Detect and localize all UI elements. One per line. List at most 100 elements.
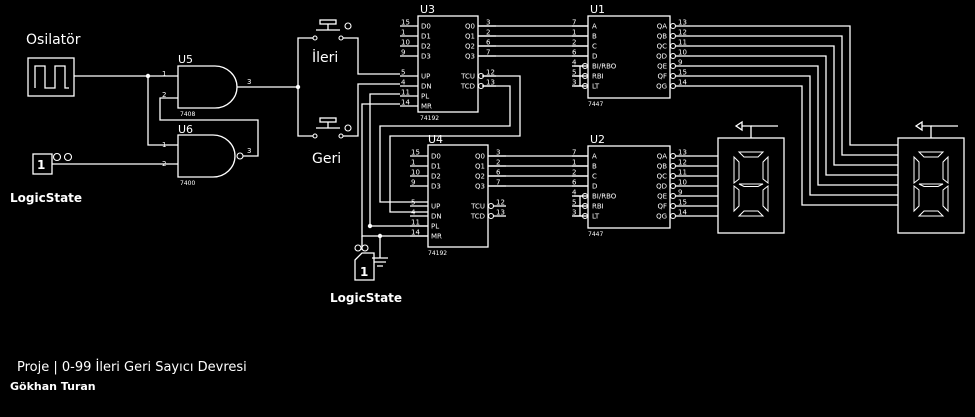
u4-part: 74192 [428,250,447,257]
backward-button[interactable] [297,83,400,139]
logic-state-2-label: LogicState [330,291,402,305]
u4-pin-name: PL [431,223,439,231]
u1-pin-name: QF [657,73,667,81]
u3-pin-num: 9 [401,49,405,57]
u3-pin-num: 4 [401,79,406,87]
u4-pin-name: MR [431,233,442,241]
forward-button[interactable] [297,19,400,87]
logic-state-2[interactable] [354,244,375,281]
u1-pin-num: 2 [572,39,576,47]
u4-pin-num: 6 [496,169,501,177]
u5-pin-in2: 2 [162,91,166,99]
u2-pin-num: 6 [572,179,577,187]
u5-part: 7408 [180,111,195,118]
u4-pin-num: 7 [496,179,500,187]
u6-pin-out: 3 [247,147,251,155]
u4-pin-name: UP [431,203,440,211]
u4-pin-num: 1 [411,159,415,167]
u2-ref: U2 [590,133,605,146]
u4-pin-num: 3 [496,149,500,157]
u3-pin-name: Q3 [465,53,475,61]
u4-pin-name: Q1 [475,163,485,171]
u2-pin-name: B [592,163,597,171]
u4-pin-num: 11 [411,219,420,227]
u1-pin-num: 15 [678,69,687,77]
u3-pin-num: 13 [486,79,495,87]
u3-pin-num: 15 [401,19,410,27]
u2-decoder[interactable] [587,145,671,229]
decoder-control-ground [574,65,588,217]
u2-pin-name: BI/RBO [592,193,617,201]
cascade-wiring [361,75,521,267]
u1-pin-num: 12 [678,29,687,37]
u1-pin-num: 5 [572,69,576,77]
u3-ref: U3 [420,3,435,16]
u1-pin-num: 6 [572,49,577,57]
gate-wiring [52,73,301,165]
u3-pin-name: D1 [421,33,431,41]
u1-pin-name: QE [657,63,667,71]
u2-pin-num: 1 [572,159,576,167]
u2-part: 7447 [588,231,603,238]
u3-pin-name: D2 [421,43,431,51]
u3-pin-num: 10 [401,39,410,47]
u4-pin-name: Q3 [475,183,485,191]
u2-pin-num: 2 [572,169,576,177]
u3-pin-name: D3 [421,53,431,61]
u6-ref: U6 [178,123,193,136]
u3-pin-name: D0 [421,23,431,31]
u3-pin-num: 14 [401,99,410,107]
forward-label: İleri [312,48,338,66]
u1-pin-name: QB [657,33,668,41]
seven-segment-display-units [897,120,965,234]
u2-pin-num: 7 [572,149,576,157]
u2-pin-num: 11 [678,169,687,177]
u4-pin-num: 14 [411,229,420,237]
u4-pin-num: 13 [496,209,505,217]
u2-pin-name: QG [656,213,667,221]
oscillator-block[interactable] [27,57,75,97]
u3-pin-name: PL [421,93,429,101]
author-name: Gökhan Turan [10,380,96,393]
u3-pin-num: 6 [486,39,491,47]
u1-pin-num: 14 [678,79,687,87]
u1-pin-num: 4 [572,59,577,67]
u1-pin-num: 10 [678,49,687,57]
u2-pin-name: A [592,153,597,161]
u4-pin-name: Q0 [475,153,485,161]
u1-pin-num: 9 [678,59,682,67]
u3-pin-name: TCU [460,73,475,81]
u1-ref: U1 [590,3,605,16]
bus-u3-u1 [478,25,588,57]
u4-pin-num: 15 [411,149,420,157]
u6-nand-gate[interactable] [177,134,244,178]
u2-pin-num: 4 [572,189,577,197]
u1-pin-num: 7 [572,19,576,27]
u2-pin-name: QD [656,183,667,191]
u2-pin-num: 12 [678,159,687,167]
u5-pin-in1: 1 [162,70,166,78]
u1-pin-name: QA [657,23,668,31]
u1-pin-name: QC [657,43,668,51]
u3-pin-name: Q2 [465,43,475,51]
u1-decoder[interactable] [587,15,671,99]
u4-pin-num: 2 [496,159,500,167]
logic-state-1-value: 1 [37,158,45,172]
u5-and-gate[interactable] [177,65,238,109]
u1-pin-num: 1 [572,29,576,37]
u4-ref: U4 [428,133,443,146]
u4-pin-name: D0 [431,153,441,161]
u4-pin-name: DN [431,213,442,221]
logic-state-1[interactable] [32,152,73,175]
u4-pin-num: 12 [496,199,505,207]
oscillator-label: Osilatör [26,32,81,48]
u4-counter[interactable] [427,144,489,248]
u4-pin-num: 10 [411,169,420,177]
u3-pin-num: 2 [486,29,490,37]
bus-u4-u2 [488,155,588,187]
u3-counter[interactable] [417,15,479,113]
u4-pin-name: D2 [431,173,441,181]
